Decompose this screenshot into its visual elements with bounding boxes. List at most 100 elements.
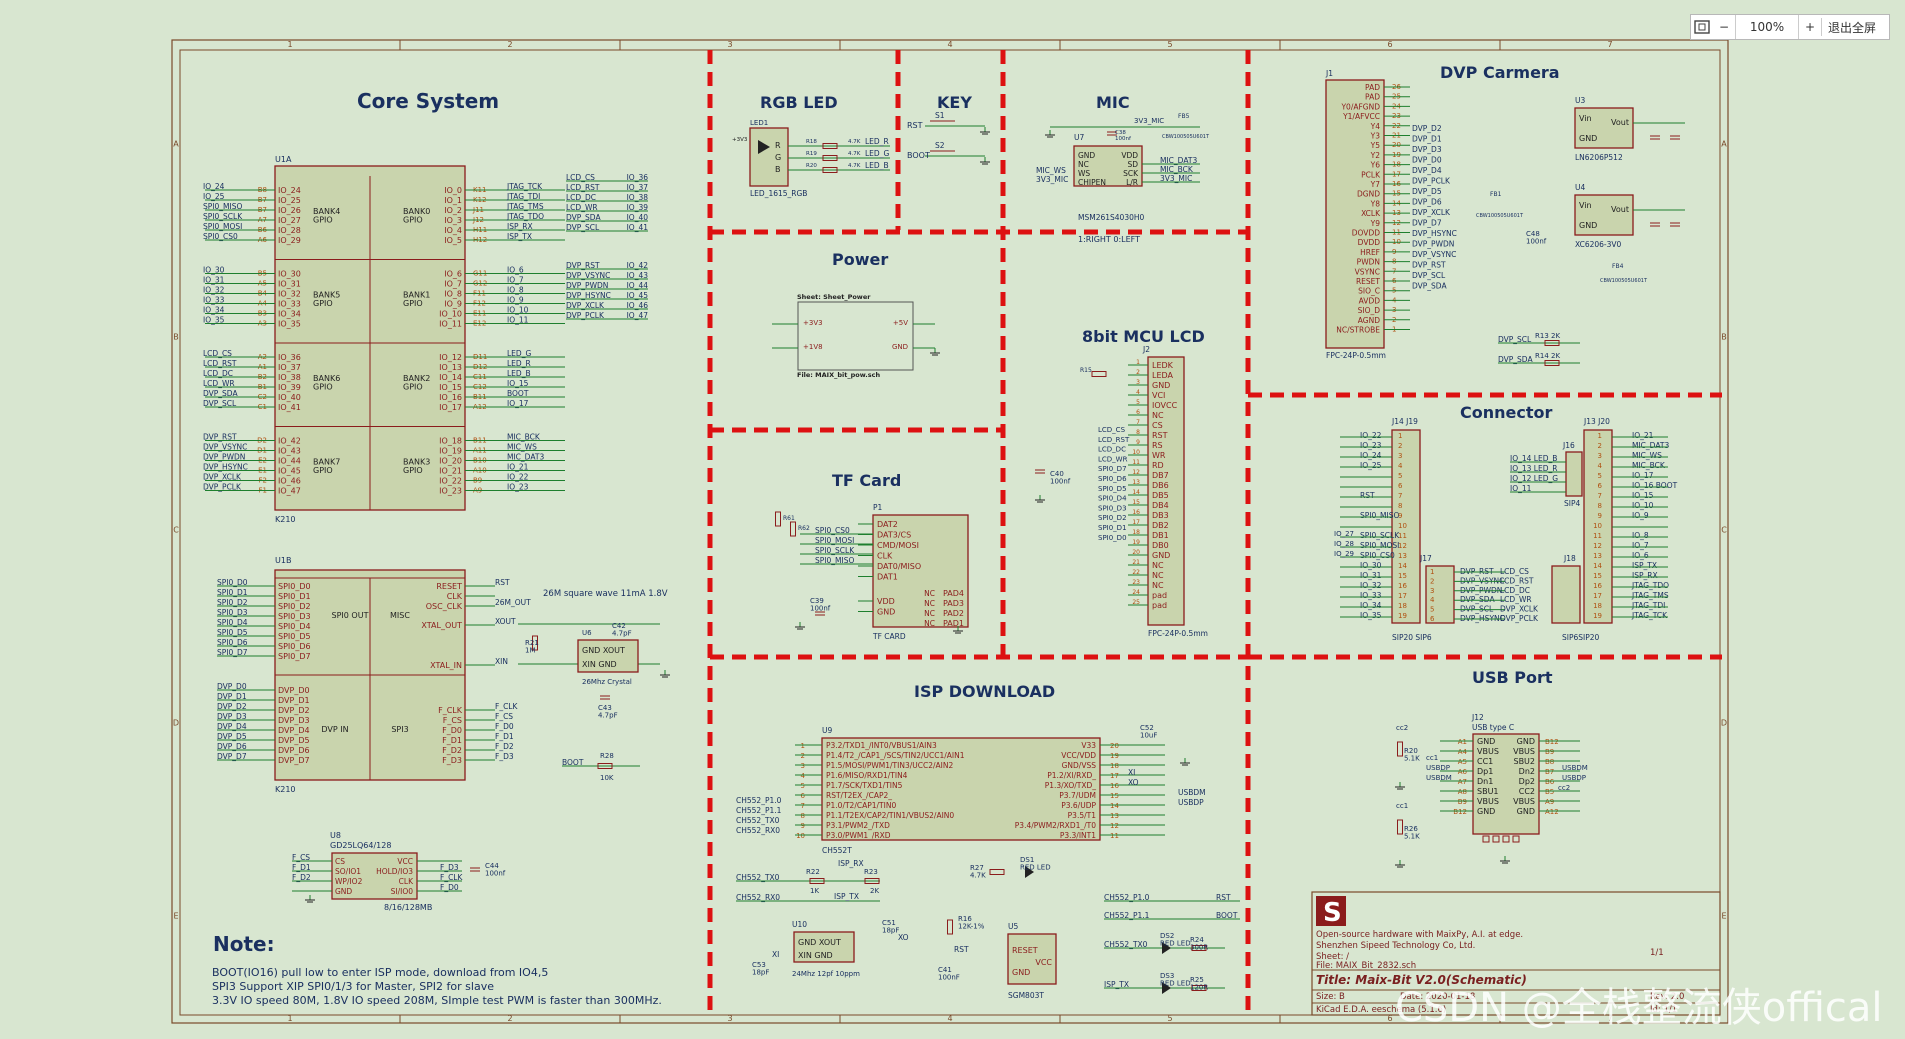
border-col-label: 1: [287, 40, 292, 49]
resistor-value: 4.7K: [848, 139, 861, 145]
net-label: IO_30: [203, 266, 225, 275]
file-label: File: MAIX_Bit_2832.sch: [1316, 961, 1416, 971]
pin-name: GND: [1477, 737, 1495, 746]
pin-number: 4: [1136, 389, 1140, 396]
net-label: IO_35: [203, 316, 225, 325]
net-label: SPI0_D4: [217, 618, 248, 627]
outer-border: [171, 39, 1729, 1024]
j16-body: [1565, 451, 1583, 497]
net-label: DVP_D3: [1412, 145, 1442, 154]
border-col-label: 1: [287, 1014, 292, 1023]
pin-name: CLK: [447, 592, 463, 601]
pin-name: SBU1: [1477, 787, 1499, 796]
pin-number: 5: [801, 782, 805, 790]
net-label: DVP_PCLK: [203, 483, 242, 492]
net-label: SPI0_MOSI: [1360, 541, 1399, 550]
pin-name: IO_32: [278, 290, 301, 299]
mic-group: U7GNDNCWSCHIPENVDDSDSCKL/RMIC_WS3V3_MICM…: [1036, 113, 1210, 244]
fb-value: CBW100505U601T: [1162, 134, 1210, 140]
pin-number: B12: [1545, 738, 1559, 746]
net-label: RST: [495, 578, 510, 587]
pin-name: IO_29: [278, 236, 301, 245]
net-label: DVP_D3: [217, 712, 247, 721]
p1-ref: P1: [873, 503, 883, 512]
net-label: IO_21: [1632, 431, 1654, 440]
fit-page-button[interactable]: [1691, 15, 1713, 39]
net-label: MIC_DAT3: [1160, 156, 1197, 165]
net-label: DVP_PWDN: [203, 453, 245, 462]
net-label: IO_32: [203, 286, 225, 295]
net-label: F_D1: [495, 732, 514, 741]
r13: [1544, 340, 1560, 346]
net-label: F_D0: [495, 722, 514, 731]
zoom-out-button[interactable]: −: [1718, 20, 1730, 34]
pin-name: DAT2: [877, 520, 898, 529]
pin-name: Vin: [1579, 201, 1592, 210]
pin-name: HOLD/IO3: [376, 867, 413, 876]
net-label: SPI0_D6: [217, 638, 248, 647]
pin-name: IO_34: [278, 310, 301, 319]
net-label: IO_22: [1360, 431, 1382, 440]
pin-name: IO_20: [439, 457, 462, 466]
ds1-diode-icon: [1025, 866, 1034, 878]
section-dividers: [707, 50, 1722, 1012]
net-label: MIC_WS: [1632, 451, 1662, 460]
pin-number: 17: [1110, 772, 1119, 780]
net-label: IO_32: [1360, 581, 1382, 590]
border-col-label: 3: [727, 1014, 732, 1023]
pin-number: A6: [1458, 768, 1468, 776]
net-label: DVP_HSYNC: [1412, 229, 1457, 238]
pin-name: CS: [335, 857, 345, 866]
border-col-label: 5: [1167, 40, 1172, 49]
pin-name: Y7: [1370, 180, 1381, 189]
u1a-value: K210: [275, 515, 296, 524]
net-label: ISP_TX: [1632, 561, 1657, 570]
pin-number: 4: [801, 772, 806, 780]
company-line-1: Open-source hardware with MaixPy, A.I. a…: [1316, 930, 1523, 940]
pin-number: 10: [1398, 522, 1407, 530]
pin-number: 22: [1132, 569, 1140, 576]
pin-number: 5: [1430, 606, 1434, 614]
pin-name: IO_14: [439, 373, 462, 382]
mic-title: MIC: [1096, 93, 1130, 112]
net-label: SPI0_D0: [217, 578, 248, 587]
pin-name: DB3: [1152, 511, 1169, 520]
pin-name: IO_40: [278, 393, 301, 402]
pin-number: 13: [1593, 552, 1602, 560]
net-label: USBDM: [1426, 774, 1452, 782]
regulator-ref: U3: [1575, 96, 1585, 105]
net-label: DVP_RST: [203, 433, 237, 442]
pin-number: 24: [1132, 589, 1140, 596]
regulator-body: [1574, 194, 1634, 236]
pin-name: F_D0: [442, 726, 462, 735]
pin-name: DB5: [1152, 491, 1169, 500]
pin-number: B9: [1458, 798, 1467, 806]
r21: [532, 635, 538, 651]
pin-name: P3.6/UDP: [1061, 801, 1096, 810]
net-label: IO_31: [203, 276, 225, 285]
zoom-level[interactable]: 100%: [1735, 15, 1799, 39]
pin-number: 11: [1398, 532, 1407, 540]
ds3-diode-icon: [1162, 982, 1171, 994]
switch-ref: S1: [935, 111, 945, 120]
pin-name: GND: [1012, 968, 1030, 977]
net-label: LCD_CS: [1500, 567, 1529, 576]
pin-name: IO_4: [444, 226, 462, 235]
exit-fullscreen-button[interactable]: 退出全屏: [1828, 20, 1877, 35]
pin-number: 3: [1598, 452, 1602, 460]
pin-name: F_D1: [442, 736, 462, 745]
pin-name: NC: [1152, 411, 1164, 420]
pin-name: CMD/MOSI: [877, 541, 919, 550]
pin-name: XTAL_OUT: [421, 621, 462, 630]
net-label: IO_33: [1360, 591, 1382, 600]
page-number: 1/1: [1650, 948, 1664, 958]
title-label: Title: Maix-Bit V2.0(Schematic): [1316, 973, 1527, 987]
net-label: DVP_PCLK: [1500, 614, 1539, 623]
net-label: LCD_DC: [1500, 586, 1530, 595]
zoom-in-button[interactable]: +: [1804, 20, 1816, 34]
